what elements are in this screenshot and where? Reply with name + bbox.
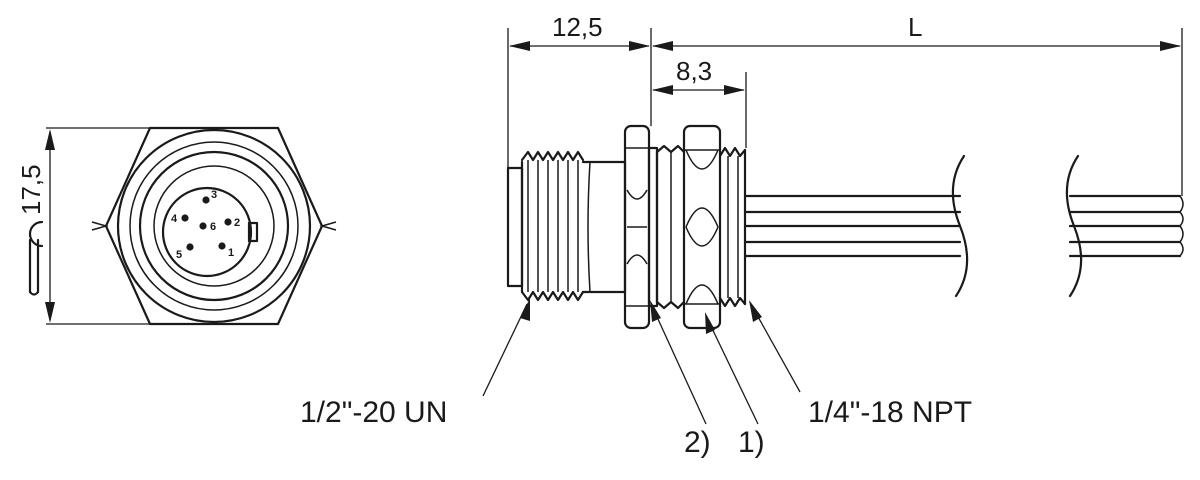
body-step <box>587 161 591 293</box>
dimension-nut-offset-label: 8,3 <box>676 56 712 86</box>
dimension-thread-length-label: 12,5 <box>552 12 603 42</box>
callouts: 1/2"-20 UN 2) 1) 1/4"-18 NPT <box>300 298 972 459</box>
panel-flange <box>623 124 651 330</box>
dimension-width-across-flats: 17,5 <box>16 127 150 325</box>
dimension-cable-length: L <box>652 12 1181 51</box>
shaft <box>647 146 659 308</box>
callout-rear-thread: 1/4"-18 NPT <box>808 396 972 429</box>
break-line-right <box>1065 154 1083 298</box>
rear-thread <box>718 146 747 308</box>
callout-part-2: 2) <box>684 426 711 459</box>
pin-contact <box>218 242 226 250</box>
shell-ring <box>138 150 290 302</box>
pin-contact <box>224 218 232 226</box>
pin-contact <box>181 214 189 222</box>
o-ring-bottom <box>655 300 686 310</box>
pin-label-4: 4 <box>171 213 178 225</box>
o-ring <box>655 144 686 154</box>
break-line-left <box>951 154 969 298</box>
callout-part-1: 1) <box>738 426 765 459</box>
pin-label-5: 5 <box>176 249 182 261</box>
hex-chamfer-right <box>319 221 337 231</box>
pin-group: 1 2 3 4 5 6 <box>171 189 240 261</box>
pin-label-1: 1 <box>228 247 234 259</box>
pin-label-6: 6 <box>210 221 216 233</box>
insert-ring <box>153 165 275 287</box>
pin-label-2: 2 <box>234 217 240 229</box>
pin-contact <box>202 196 210 204</box>
dimension-thread-length: 12,5 <box>509 12 650 51</box>
outer-ring <box>116 128 312 324</box>
dimension-width-label: 17,5 <box>16 164 46 215</box>
thread-ring <box>129 141 299 311</box>
front-view: 1 2 3 4 5 6 17,5 <box>16 126 337 326</box>
side-view <box>506 124 1184 330</box>
dimensions-side: 12,5 L 8,3 <box>507 12 1183 196</box>
pin-contact <box>199 222 207 230</box>
dimension-nut-offset: 8,3 <box>652 56 745 95</box>
coding-key <box>247 221 259 243</box>
hex-nut <box>682 124 722 330</box>
front-end-face <box>506 166 524 288</box>
callout-front-thread: 1/2"-20 UN <box>300 396 447 429</box>
contact-face <box>161 186 253 278</box>
pin-contact <box>186 243 194 251</box>
cable-wires <box>743 194 1184 258</box>
pin-label-3: 3 <box>211 189 217 201</box>
dimension-cable-length-label: L <box>908 12 922 42</box>
wrench-icon <box>28 220 44 296</box>
hex-chamfer-left <box>91 221 109 231</box>
front-thread <box>520 150 585 302</box>
